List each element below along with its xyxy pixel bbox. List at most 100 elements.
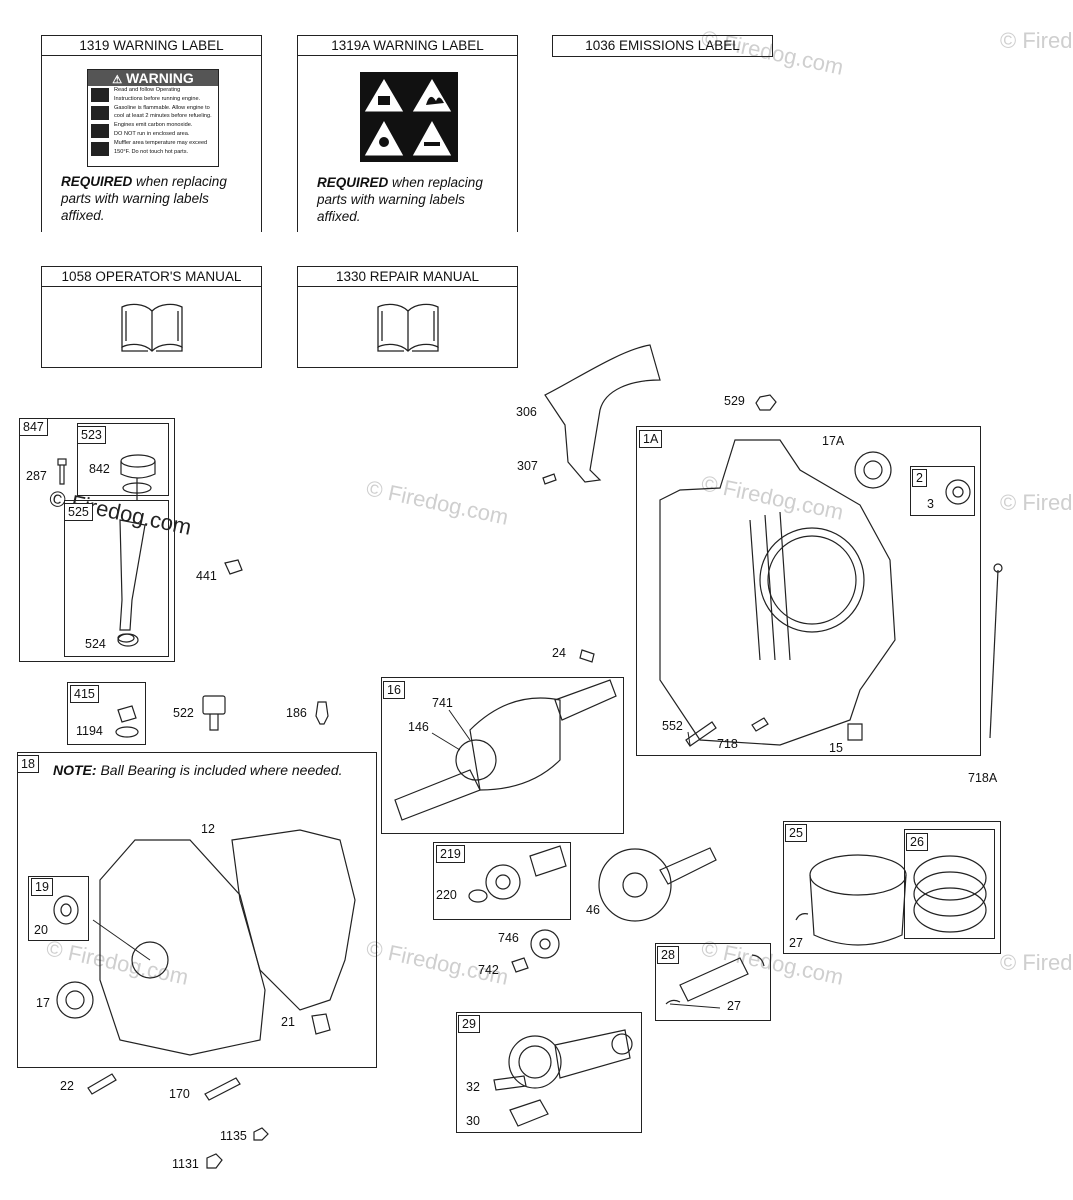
callout-27-piston: 27 [789,936,803,950]
clip-27-icon [795,913,809,921]
callout-17A: 17A [822,434,845,448]
group-219-frame [433,842,571,920]
bolt-32-icon [493,1075,527,1091]
callout-287: 287 [26,469,47,483]
shield-306-icon [544,344,661,483]
callout-742: 742 [478,963,499,977]
required-text: when replacing [132,174,227,189]
callout-306: 306 [516,405,537,419]
bolt-15-icon [847,723,863,741]
group-19-frame [28,876,89,941]
note-bold: NOTE: [53,762,97,778]
required-text: affixed. [61,208,105,223]
callout-741: 741 [432,696,453,710]
note-text: Ball Bearing is included where needed. [96,762,343,778]
group-219-tag: 219 [436,845,465,863]
callout-1131: 1131 [172,1157,199,1171]
required-note: REQUIRED when replacing parts with warni… [61,173,227,224]
repair-manual-title: 1330 REPAIR MANUAL [298,267,517,287]
fitting-186-icon [315,701,329,725]
callout-529: 529 [724,394,745,408]
callout-441: 441 [196,569,217,583]
nut-529-icon [755,394,777,411]
group-1A-frame [636,426,981,756]
callout-718A: 718A [968,771,998,785]
callout-524: 524 [85,637,106,651]
group-2-frame [910,466,975,516]
piston-icon [809,854,907,946]
callout-24: 24 [552,646,566,660]
callout-146: 146 [408,720,429,734]
hot-surface-pictogram-icon [91,142,109,156]
dipper-30-icon [509,1099,549,1127]
dipstick-cap-icon [120,454,156,500]
gasket-12-icon [231,829,356,1011]
nut-1135-icon [253,1127,269,1141]
safety-pictogram-decal [360,72,458,162]
callout-220: 220 [436,888,457,902]
crankshaft-icon [394,679,617,821]
callout-20: 20 [34,923,48,937]
warning-pictograms [91,88,109,156]
required-text: affixed. [317,209,361,224]
book-icon [121,303,183,352]
warning-line: DO NOT run in enclosed area. [114,130,190,137]
operators-manual-box: 1058 OPERATOR'S MANUAL [41,266,262,368]
group-19-tag: 19 [31,878,53,896]
screw-307-icon [542,473,557,485]
warning-line: Engines emit carbon monoxide. [114,122,193,129]
group-29-frame [456,1012,642,1133]
book-icon [377,303,439,352]
group-28-frame [655,943,771,1021]
dowel-552-icon [685,721,717,747]
warning-line: Instructions before running engine. [114,95,201,102]
fumes-pictogram-icon [91,124,109,138]
callout-12: 12 [201,822,215,836]
group-523-frame [77,423,169,496]
warning-decal-lines: Read and follow Operating Instructions b… [88,86,218,156]
warning-line: Read and follow Operating [114,87,181,93]
callout-15: 15 [829,741,843,755]
group-29-tag: 29 [458,1015,480,1033]
group-16-tag: 16 [383,681,405,699]
gear-746-icon [530,929,560,959]
connecting-rod-icon [508,1029,633,1089]
warning-label-title: 1319 WARNING LABEL [42,36,261,56]
seal-3-icon [945,479,971,505]
required-bold: REQUIRED [61,174,133,189]
warning-decal: ⚠ WARNING Read and follow Operating Inst… [87,69,219,167]
group-523-tag: 523 [77,426,106,444]
callout-170: 170 [169,1087,190,1101]
group-25-frame [783,821,1001,954]
dipstick-tube-icon [117,519,146,643]
required-text: when replacing [388,175,483,190]
callout-552: 552 [662,719,683,733]
callout-746: 746 [498,931,519,945]
crankcase-icon [659,439,896,746]
group-415-frame [67,682,146,745]
callout-307: 307 [517,459,538,473]
clip-441-icon [224,559,243,575]
required-text: parts with warning labels [317,192,465,207]
emissions-label-title: 1036 EMISSIONS LABEL [585,38,740,53]
plug-1194-icon [115,705,139,738]
nut-1131-icon [206,1153,223,1169]
callout-30: 30 [466,1114,480,1128]
required-note: REQUIRED when replacing parts with warni… [317,174,483,225]
callout-842: 842 [89,462,110,476]
callout-3: 3 [927,497,934,511]
group-415-tag: 415 [70,685,99,703]
operators-manual-title: 1058 OPERATOR'S MANUAL [42,267,261,287]
callout-17: 17 [36,996,50,1010]
group-28-tag: 28 [657,946,679,964]
group-18-frame [17,752,377,1068]
group-2-tag: 2 [912,469,927,487]
screw-287-icon [57,458,67,485]
warning-label-box: 1319 WARNING LABEL ⚠ WARNING Read and fo… [41,35,262,232]
callout-22: 22 [60,1079,74,1093]
group-847-frame [19,418,175,662]
repair-manual-box: 1330 REPAIR MANUAL [297,266,518,368]
warning-label-a-box: 1319A WARNING LABEL REQUIRED when replac… [297,35,518,232]
screw-22-icon [87,1073,117,1095]
callout-186: 186 [286,706,307,720]
